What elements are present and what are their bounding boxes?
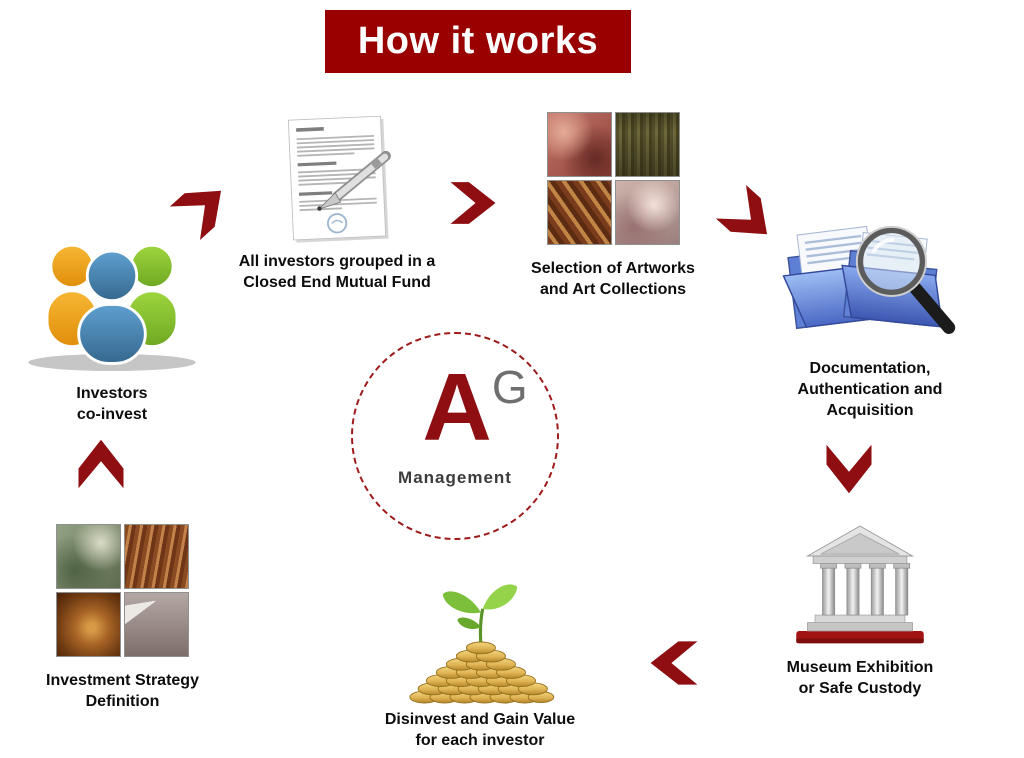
artwork-thumbnail: [546, 180, 612, 245]
step-investors: Investors co-invest: [22, 234, 202, 426]
step-artwork-selection: Selection of Artworks and Art Collection…: [525, 112, 701, 301]
label-line: Definition: [85, 692, 160, 710]
folders-magnifier-icon: [777, 203, 963, 351]
arrow-right-icon: [448, 178, 498, 228]
arrow-left-icon: [648, 637, 700, 689]
label-line: Documentation,: [809, 360, 931, 377]
label-line: All investors grouped in a: [238, 253, 436, 270]
artwork-thumbnail: [614, 180, 680, 245]
step-artwork-selection-label: Selection of Artworks and Art Collection…: [531, 259, 695, 301]
arrow-down-right-icon: [711, 180, 787, 256]
label-line: Closed End Mutual Fund: [243, 273, 431, 291]
label-line: Acquisition: [826, 401, 914, 419]
artwork-thumbnail: [124, 524, 189, 589]
label-line: or Safe Custody: [798, 679, 922, 697]
label-line: Selection of Artworks: [531, 260, 695, 277]
logo-letter-g: G: [491, 361, 528, 413]
people-group-icon: [26, 234, 198, 372]
artworks-grid-icon: [56, 524, 189, 657]
artwork-thumbnail: [56, 524, 121, 589]
arrow-up-icon: [74, 437, 128, 491]
label-line: Investors: [76, 385, 148, 402]
step-strategy: Investment Strategy Definition: [25, 524, 220, 713]
artwork-thumbnail: [546, 112, 612, 177]
step-disinvest-label: Disinvest and Gain Value for each invest…: [385, 710, 575, 752]
title-banner: How it works: [325, 10, 631, 73]
artwork-thumbnail: [56, 592, 121, 657]
label-line: Investment Strategy: [46, 672, 199, 689]
arrow-down-icon: [822, 442, 876, 496]
ag-logo: A G: [422, 354, 527, 461]
artworks-grid-icon: [546, 112, 680, 245]
label-line: for each investor: [415, 731, 545, 749]
label-line: Museum Exhibition: [786, 659, 934, 676]
step-disinvest: Disinvest and Gain Value for each invest…: [375, 576, 585, 752]
museum-building-icon: [785, 520, 935, 652]
label-line: and Art Collections: [539, 280, 687, 298]
step-documentation: Documentation, Authentication and Acquis…: [772, 203, 968, 421]
management-label: Management: [398, 468, 512, 487]
arrow-up-right-icon: [165, 169, 241, 245]
label-line: co-invest: [76, 405, 148, 423]
management-hub: A G Management: [351, 332, 559, 540]
page-title: How it works: [357, 20, 599, 62]
label-line: Disinvest and Gain Value: [384, 711, 576, 728]
step-mutual-fund: All investors grouped in a Closed End Mu…: [225, 110, 449, 294]
artwork-thumbnail: [614, 112, 680, 177]
step-museum-label: Museum Exhibition or Safe Custody: [787, 658, 934, 700]
step-strategy-label: Investment Strategy Definition: [46, 671, 199, 713]
step-mutual-fund-label: All investors grouped in a Closed End Mu…: [239, 252, 435, 294]
step-museum: Museum Exhibition or Safe Custody: [770, 520, 950, 700]
step-documentation-label: Documentation, Authentication and Acquis…: [798, 359, 943, 421]
contract-document-icon: [278, 110, 396, 248]
artwork-thumbnail: [124, 592, 189, 657]
coins-sprout-icon: [400, 576, 560, 708]
label-line: Authentication and: [797, 380, 943, 398]
logo-letter-a: A: [422, 354, 492, 461]
step-investors-label: Investors co-invest: [76, 384, 147, 426]
